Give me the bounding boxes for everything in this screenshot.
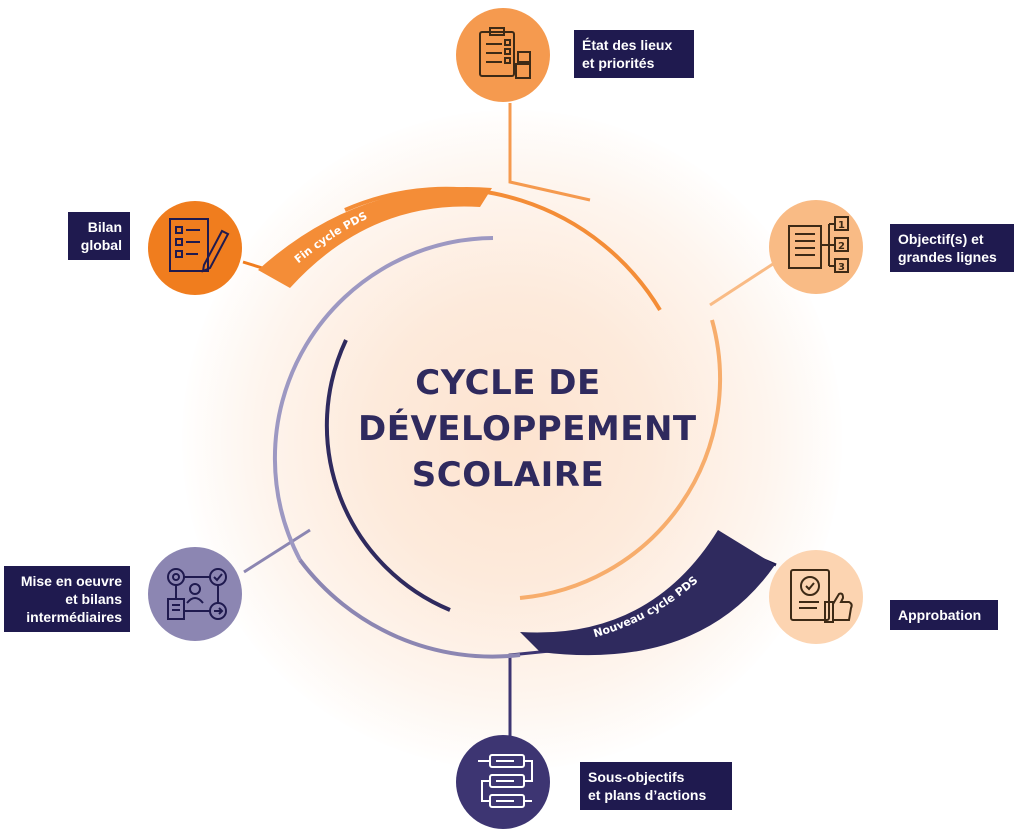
ring-navy — [324, 339, 451, 612]
label-bilan-line-1: Bilan — [87, 219, 122, 235]
diagram-title: CYCLE DE DÉVELOPPEMENT SCOLAIRE — [358, 360, 697, 498]
ring-lavender-2 — [298, 558, 521, 659]
svg-text:2: 2 — [838, 241, 845, 252]
center-glow — [182, 110, 842, 770]
arc-ribbon-start — [520, 530, 775, 656]
node-objectifs: 1 2 3 — [769, 200, 863, 294]
label-sous-objectifs: Sous-objectifs et plans d’actions — [580, 762, 732, 810]
svg-text:3: 3 — [838, 262, 845, 273]
connector-etat — [508, 103, 591, 202]
node-sous-objectifs — [456, 735, 550, 829]
title-line-3: SCOLAIRE — [411, 455, 605, 495]
node-mise-en-oeuvre — [148, 547, 242, 641]
label-approbation-line-1: Approbation — [898, 607, 982, 623]
connector-sous-objectifs — [508, 648, 561, 737]
node-approbation — [769, 550, 863, 644]
label-mise-line-3: intermédiaires — [26, 609, 122, 625]
label-sous-objectifs-line-2: et plans d’actions — [588, 787, 707, 803]
label-objectifs-line-1: Objectif(s) et — [898, 231, 984, 247]
node-bilan-global — [148, 201, 242, 295]
label-bilan-line-2: global — [80, 237, 122, 253]
title-line-2: DÉVELOPPEMENT — [358, 409, 697, 449]
label-objectifs: Objectif(s) et grandes lignes — [890, 224, 1014, 272]
label-etat-line-2: et priorités — [582, 55, 655, 71]
ring-lavender — [272, 236, 494, 561]
flow-blocks-icon — [478, 754, 533, 808]
gear-person-workflow-icon — [167, 568, 227, 620]
label-objectifs-line-2: grandes lignes — [898, 249, 997, 265]
clipboard-checklist-icon — [479, 27, 531, 79]
label-etat-line-1: État des lieux — [582, 37, 673, 53]
checklist-pencil-icon — [169, 218, 230, 273]
label-bilan-global: Bilan global — [68, 212, 130, 260]
label-mise-line-1: Mise en oeuvre — [20, 573, 122, 589]
ring-orange — [344, 186, 662, 312]
label-etat-des-lieux: État des lieux et priorités — [574, 30, 694, 78]
ring-orange-light — [519, 319, 723, 600]
title-line-1: CYCLE DE — [415, 363, 601, 403]
label-approbation: Approbation — [890, 600, 998, 630]
node-etat-des-lieux — [456, 8, 550, 102]
label-mise-line-2: et bilans — [65, 591, 122, 607]
arc-ribbon-end — [258, 187, 492, 288]
svg-text:1: 1 — [838, 220, 845, 231]
connector-objectifs — [709, 260, 777, 307]
connector-mise-en-oeuvre — [243, 528, 311, 574]
label-mise-en-oeuvre: Mise en oeuvre et bilans intermédiaires — [4, 566, 130, 632]
numbered-list-document-icon: 1 2 3 — [788, 216, 849, 273]
approved-document-thumbs-up-icon — [790, 569, 853, 623]
label-sous-objectifs-line-1: Sous-objectifs — [588, 769, 685, 785]
